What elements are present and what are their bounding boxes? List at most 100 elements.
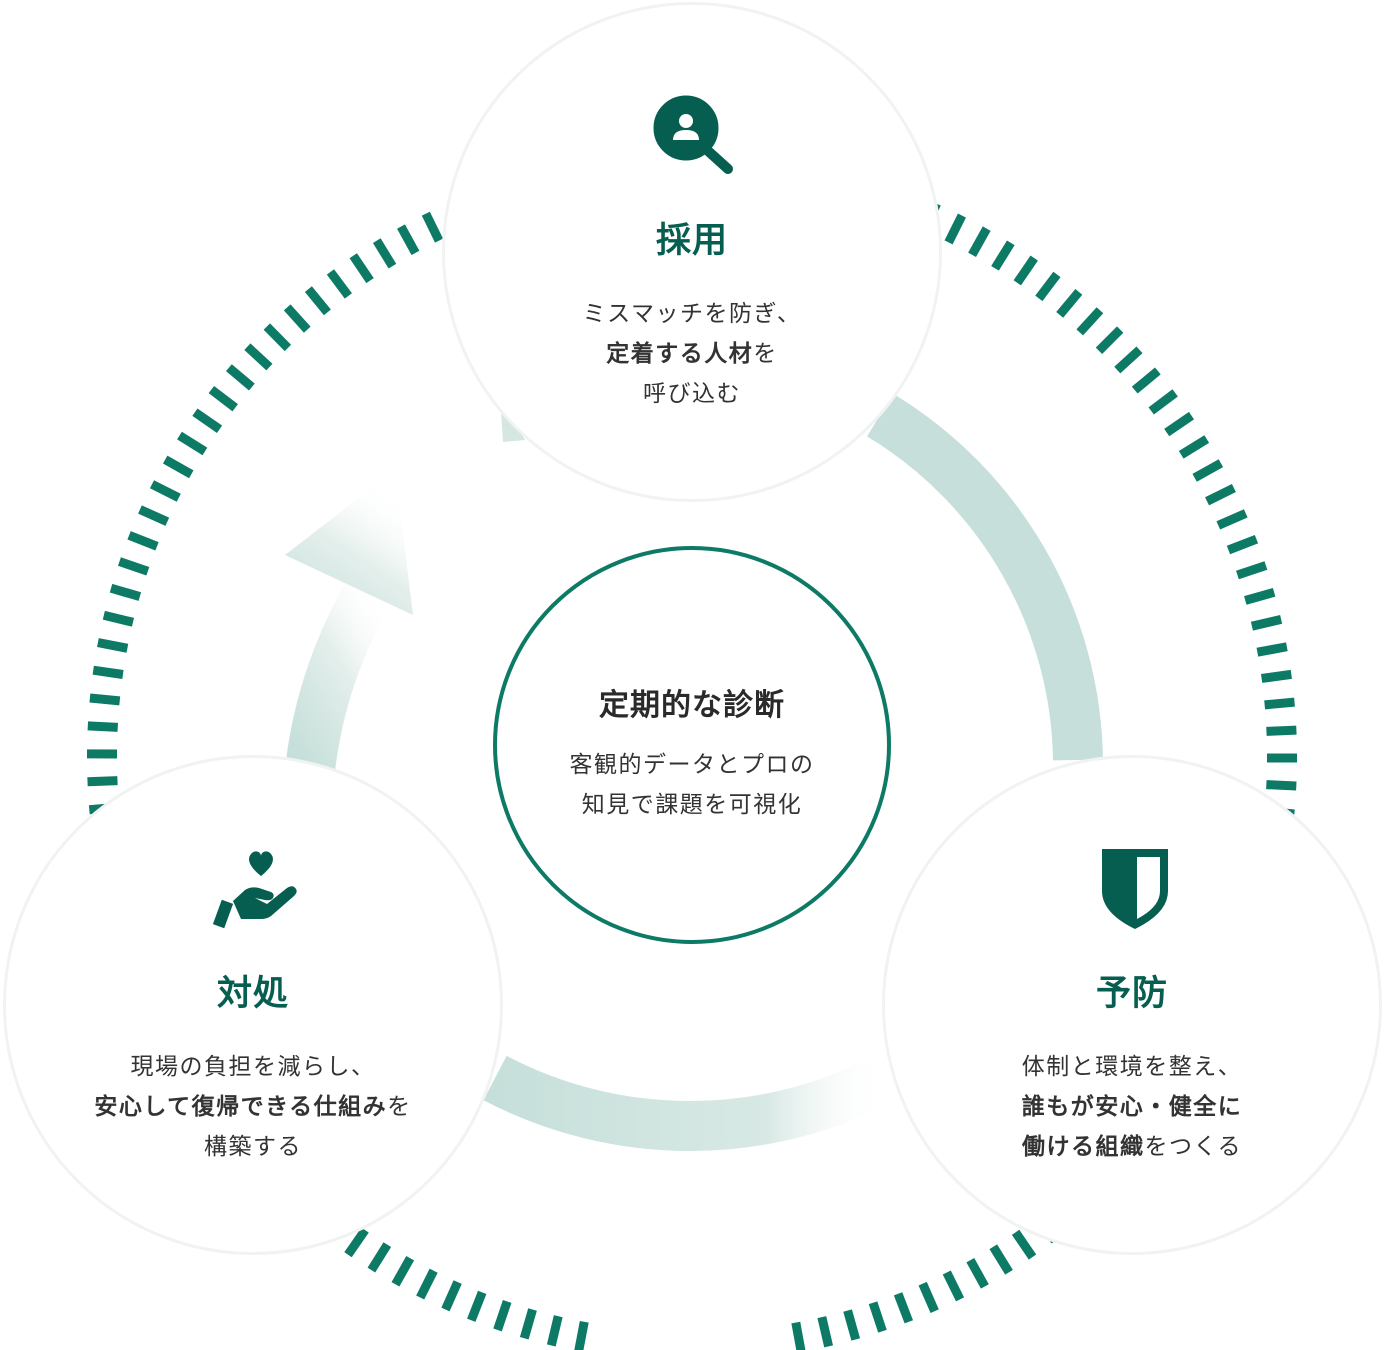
ring-dash (991, 240, 1015, 271)
node-prevention-title: 予防 (1095, 974, 1168, 1014)
ring-dash (1131, 367, 1161, 394)
ring-dash (1056, 288, 1083, 318)
ring-dash (421, 211, 444, 243)
ring-dash (893, 1292, 914, 1324)
ring-dash (117, 557, 150, 576)
center-desc-line: 知見で課題を可視化 (581, 792, 803, 818)
ring-dash (208, 385, 238, 412)
ring-dash (367, 1242, 392, 1273)
ring-dash (1236, 561, 1268, 580)
ring-dash (1164, 411, 1195, 437)
ring-dash (109, 583, 142, 601)
node-response-title: 対処 (216, 974, 289, 1014)
ring-dash (843, 1309, 861, 1341)
desc-text: 呼び込む (643, 381, 741, 407)
ring-dash (225, 364, 255, 391)
person-search-icon (653, 95, 733, 174)
node-prevention: 予防 体制と環境を整え、 誰もが安心・健全に 働ける組織をつくる (882, 755, 1382, 1255)
ring-dash (87, 776, 118, 787)
ring-dash (1216, 509, 1248, 530)
ring-dash (1148, 389, 1178, 415)
ring-dash (1266, 725, 1297, 736)
ring-dash (467, 1290, 487, 1322)
node-recruitment-description: ミスマッチを防ぎ、 定着する人材を 呼び込む (445, 294, 939, 414)
desc-bold: 働ける組織 (1021, 1134, 1145, 1160)
desc-bold: 誰もが安心・健全に (1021, 1094, 1243, 1120)
node-response: 対処 現場の負担を減らし、 安心して復帰できる仕組みを 構築する (3, 755, 503, 1255)
node-recruitment: 採用 ミスマッチを防ぎ、 定着する人材を 呼び込む (442, 2, 942, 502)
ring-dash (1260, 669, 1292, 683)
ring-dash (1244, 587, 1276, 605)
ring-dash (87, 721, 118, 732)
desc-line: 定着する人材を (445, 334, 939, 374)
ring-dash (1250, 614, 1283, 631)
desc-line: 体制と環境を整え、 (885, 1047, 1379, 1087)
ring-dash (344, 1227, 369, 1258)
node-prevention-description: 体制と環境を整え、 誰もが安心・健全に 働ける組織をつくる (885, 1047, 1379, 1167)
ring-dash (326, 269, 352, 299)
node-response-description: 現場の負担を減らし、 安心して復帰できる仕組みを 構築する (6, 1047, 500, 1167)
desc-text: 構築する (204, 1134, 302, 1160)
desc-text: を (387, 1094, 412, 1120)
center-description: 客観的データとプロの 知見で課題を可視化 (497, 745, 887, 825)
ring-dash (791, 1321, 806, 1350)
ring-dash (304, 286, 331, 316)
ring-dash (283, 304, 311, 333)
ring-dash (177, 431, 208, 456)
ring-dash (244, 343, 273, 371)
desc-line: 呼び込む (445, 374, 939, 414)
ring-dash (102, 610, 135, 627)
desc-text: ミスマッチを防ぎ、 (582, 301, 802, 327)
desc-bold: 定着する人材 (606, 341, 754, 367)
ring-dash (868, 1301, 887, 1333)
desc-line: 構築する (6, 1127, 500, 1167)
desc-line: 誰もが安心・健全に (885, 1087, 1379, 1127)
ring-dash (162, 455, 194, 479)
ring-dash (546, 1315, 563, 1347)
center-diagnosis-circle: 定期的な診断 客観的データとプロの 知見で課題を可視化 (493, 546, 891, 944)
desc-line: 現場の負担を減らし、 (6, 1047, 500, 1087)
ring-dash (441, 1280, 462, 1312)
arrow-arc-right (866, 393, 1103, 761)
ring-dash (127, 531, 159, 551)
ring-dash (968, 226, 991, 258)
ring-dash (391, 1255, 415, 1287)
ring-dash (519, 1308, 537, 1340)
arrow-arc-bottom (483, 1055, 897, 1152)
desc-line: ミスマッチを防ぎ、 (445, 294, 939, 334)
arrow-head-left (285, 470, 413, 615)
ring-dash (92, 665, 124, 679)
node-recruitment-title: 採用 (655, 221, 728, 261)
desc-text: 体制と環境を整え、 (1021, 1054, 1243, 1080)
ring-dash (349, 253, 374, 284)
ring-dash (416, 1268, 438, 1300)
ring-dash (372, 238, 397, 269)
desc-bold: 安心して復帰できる仕組み (94, 1094, 388, 1120)
heart-hand-icon (212, 851, 297, 929)
ring-dash (1226, 535, 1259, 555)
ring-dash (97, 638, 129, 653)
ring-dash (1205, 483, 1236, 506)
ring-dash (966, 1257, 989, 1289)
ring-dash (1013, 255, 1038, 286)
ring-dash (574, 1320, 589, 1350)
ring-dash (942, 1270, 965, 1302)
center-desc-line: 客観的データとプロの (569, 752, 815, 778)
cycle-arrows (285, 393, 1103, 1152)
desc-text: を (753, 341, 778, 367)
desc-line: 働ける組織をつくる (885, 1127, 1379, 1167)
ring-dash (918, 1281, 939, 1313)
ring-dash (493, 1300, 512, 1332)
desc-text: 現場の負担を減らし、 (130, 1054, 376, 1080)
ring-dash (1266, 780, 1297, 791)
ring-dash (397, 224, 420, 256)
center-title: 定期的な診断 (599, 688, 785, 723)
ring-dash (89, 693, 121, 706)
ring-dash (944, 213, 966, 245)
ring-dash (1178, 435, 1210, 459)
ring-dash (1192, 459, 1224, 482)
ring-dash (1095, 326, 1124, 354)
ring-dash (1011, 1229, 1037, 1260)
ring-dash (149, 480, 181, 502)
